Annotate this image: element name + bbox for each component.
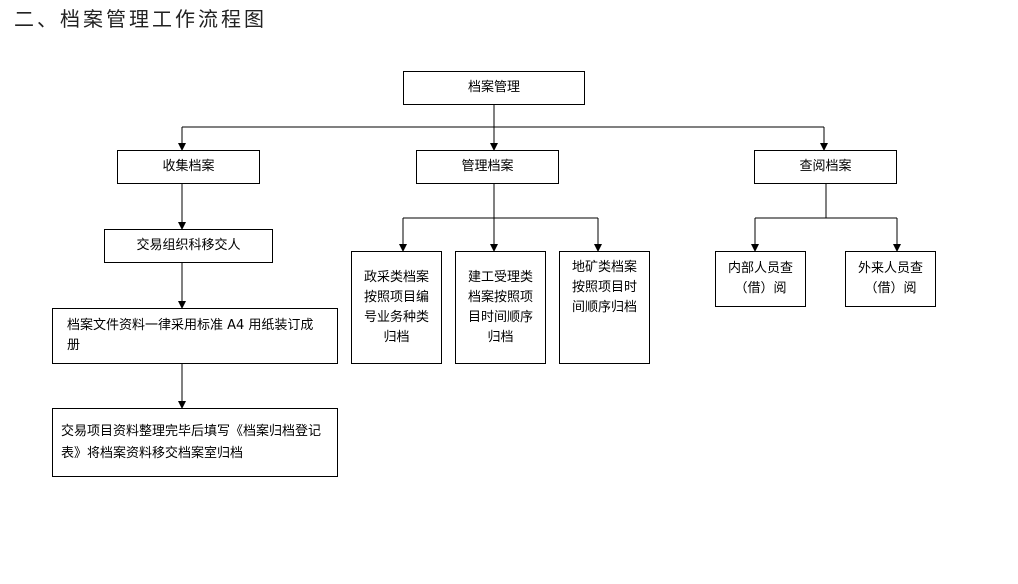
page-title: 二、档案管理工作流程图	[14, 7, 267, 31]
node-construction: 建工受理类档案按照项目时间顺序归档	[455, 251, 546, 364]
node-binding-label: 档案文件资料一律采用标准 A4 用纸装订成册	[67, 318, 314, 353]
node-mining: 地矿类档案按照项目时间顺序归档	[559, 251, 650, 364]
node-collect: 收集档案	[117, 150, 260, 184]
node-register-label: 交易项目资料整理完毕后填写《档案归档登记表》将档案资料移交档案室归档	[61, 423, 322, 461]
node-consult: 查阅档案	[754, 150, 897, 184]
node-gov: 政采类档案按照项目编号业务种类归档	[351, 251, 442, 364]
node-mining-label: 地矿类档案按照项目时间顺序归档	[571, 260, 637, 315]
node-root-label: 档案管理	[467, 80, 520, 95]
node-transfer: 交易组织科移交人	[104, 229, 273, 263]
node-register: 交易项目资料整理完毕后填写《档案归档登记表》将档案资料移交档案室归档	[52, 408, 338, 477]
node-construction-label: 建工受理类档案按照项目时间顺序归档	[467, 269, 533, 345]
node-collect-label: 收集档案	[162, 159, 215, 174]
node-binding: 档案文件资料一律采用标准 A4 用纸装订成册	[52, 308, 338, 364]
node-consult-label: 查阅档案	[799, 159, 852, 174]
node-gov-label: 政采类档案按照项目编号业务种类归档	[363, 269, 429, 345]
node-internal: 内部人员查（借）阅	[715, 251, 806, 307]
node-external: 外来人员查（借）阅	[845, 251, 936, 307]
node-internal-label: 内部人员查（借）阅	[727, 261, 793, 296]
node-manage: 管理档案	[416, 150, 559, 184]
node-root: 档案管理	[403, 71, 585, 105]
node-transfer-label: 交易组织科移交人	[136, 238, 241, 253]
node-external-label: 外来人员查（借）阅	[857, 261, 923, 296]
node-manage-label: 管理档案	[461, 159, 514, 174]
